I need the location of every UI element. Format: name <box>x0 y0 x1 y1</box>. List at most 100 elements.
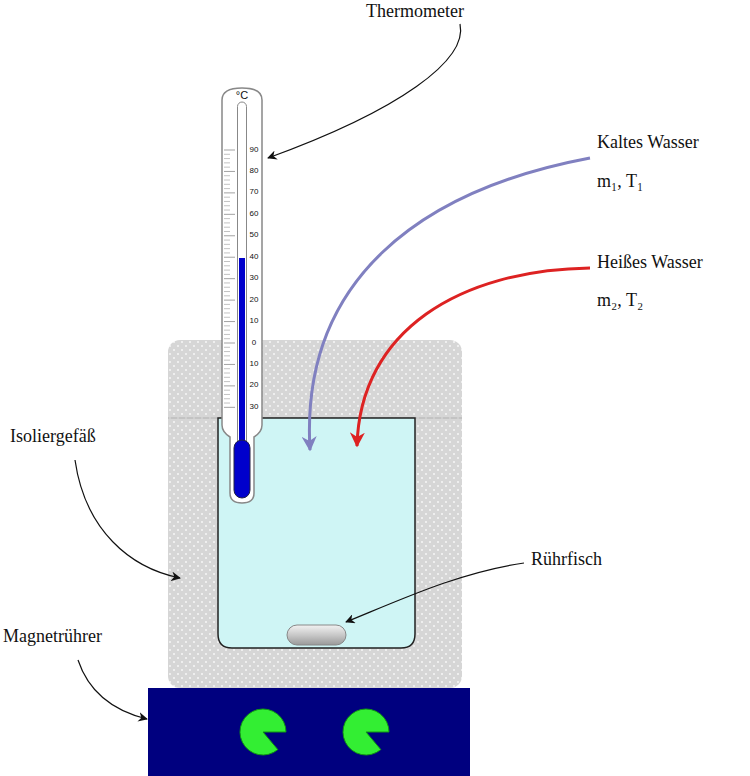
scale-number: 30 <box>250 274 259 283</box>
scale-tick <box>224 218 230 219</box>
scale-number: 40 <box>250 253 259 262</box>
part-label: Rührfisch <box>531 550 602 570</box>
scale-tick <box>224 205 230 206</box>
scale-tick <box>224 373 230 374</box>
hot-water-arrow <box>357 268 590 446</box>
scale-tick <box>224 162 230 163</box>
thermometer-body <box>222 88 262 503</box>
scale-tick <box>224 330 230 331</box>
scale-tick <box>224 377 230 378</box>
scale-ticks <box>224 150 235 407</box>
scale-tick <box>224 385 235 386</box>
scale-tick <box>224 304 230 305</box>
thermometer-capillary <box>238 102 247 447</box>
scale-tick <box>224 274 230 275</box>
scale-tick <box>224 368 230 369</box>
scale-tick <box>224 261 230 262</box>
scale-number: 90 <box>250 146 259 155</box>
scale-tick <box>224 338 230 339</box>
scale-number: 80 <box>250 167 259 176</box>
scale-number: 30 <box>250 403 259 412</box>
scale-tick <box>224 257 235 258</box>
scale-tick <box>224 192 235 193</box>
scale-tick <box>224 403 230 404</box>
scale-tick <box>224 282 230 283</box>
stirrer-knob <box>343 709 389 755</box>
scale-tick <box>224 321 235 322</box>
scale-number: 70 <box>250 188 259 197</box>
scale-tick <box>224 227 230 228</box>
scale-tick <box>224 188 230 189</box>
scale-tick <box>224 334 230 335</box>
scale-tick <box>224 394 230 395</box>
unit-label: °C <box>236 89 248 101</box>
scale-tick <box>224 317 230 318</box>
scale-tick <box>224 265 230 266</box>
part-label: Thermometer <box>366 2 464 22</box>
scale-tick <box>224 308 230 309</box>
scale-tick <box>224 150 235 151</box>
scale-tick <box>224 312 230 313</box>
scale-tick <box>224 407 235 408</box>
leader-line <box>268 24 461 158</box>
stirrer-base <box>148 688 470 776</box>
scale-tick <box>224 270 230 271</box>
part-label: Magnetrührer <box>3 627 102 647</box>
scale-tick <box>224 351 230 352</box>
scale-tick <box>224 180 230 181</box>
insulation-vessel <box>168 340 462 688</box>
quantity-label: m₂, T₂ <box>597 291 643 311</box>
scale-tick <box>224 210 230 211</box>
stir-bar <box>287 625 346 645</box>
thermometer-bulb <box>234 440 250 498</box>
scale-tick <box>224 381 230 382</box>
scale-tick <box>224 300 235 301</box>
scale-tick <box>224 222 230 223</box>
scale-tick <box>224 325 230 326</box>
scale-tick <box>224 343 235 344</box>
scale-tick <box>224 252 230 253</box>
scale-tick <box>224 244 230 245</box>
part-label: Kaltes Wasser <box>597 133 699 153</box>
scale-tick <box>224 154 230 155</box>
leader-line <box>75 460 180 578</box>
scale-number: 60 <box>250 210 259 219</box>
water <box>218 418 415 648</box>
scale-tick <box>224 364 235 365</box>
scale-number: 20 <box>250 296 259 305</box>
scale-tick <box>224 235 235 236</box>
scale-tick <box>224 390 230 391</box>
scale-tick <box>224 278 235 279</box>
scale-number: 50 <box>250 231 259 240</box>
leader-line <box>346 563 524 622</box>
mercury-column <box>239 258 245 448</box>
scale-tick <box>224 360 230 361</box>
quantity-label: m₁, T₁ <box>597 172 643 192</box>
scale-tick <box>224 398 230 399</box>
scale-tick <box>224 240 230 241</box>
leader-line <box>78 660 147 719</box>
scale-tick <box>224 347 230 348</box>
scale-number: 10 <box>250 360 259 369</box>
cold-water-arrow <box>309 158 590 450</box>
scale-tick <box>224 201 230 202</box>
scale-tick <box>224 287 230 288</box>
part-label: Isoliergefäß <box>10 427 96 447</box>
scale-tick <box>224 184 230 185</box>
scale-number: 20 <box>250 381 259 390</box>
scale-number: 0 <box>252 339 256 348</box>
scale-tick <box>224 158 230 159</box>
scale-tick <box>224 248 230 249</box>
part-label: Heißes Wasser <box>597 253 703 273</box>
scale-tick <box>224 197 230 198</box>
scale-tick <box>224 231 230 232</box>
scale-tick <box>224 175 230 176</box>
scale-tick <box>224 295 230 296</box>
scale-number: 10 <box>250 317 259 326</box>
scale-tick <box>224 291 230 292</box>
scale-tick <box>224 214 235 215</box>
scale-tick <box>224 171 235 172</box>
scale-tick <box>224 167 230 168</box>
